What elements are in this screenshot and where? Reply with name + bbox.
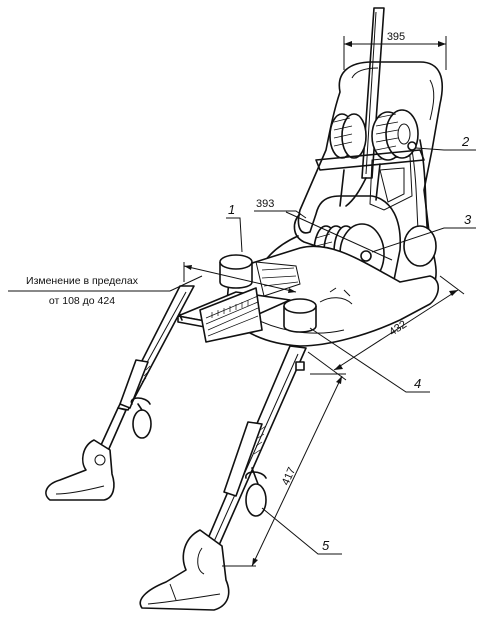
range-note-line1: Изменение в пределах — [26, 275, 139, 287]
range-note-line2: от 108 до 424 — [49, 295, 115, 307]
callout-2: 2 — [415, 134, 476, 151]
upper-rollers — [315, 109, 425, 207]
range-note: Изменение в пределах от 108 до 424 — [8, 262, 297, 307]
dimension-395-label: 395 — [387, 31, 405, 43]
callout-1: 1 — [226, 202, 243, 253]
dimension-395: 395 — [343, 31, 447, 70]
callout-3-label: 3 — [464, 212, 472, 227]
sliding-scale — [177, 287, 291, 343]
right-leg — [139, 345, 307, 611]
callout-4-label: 4 — [414, 376, 421, 391]
dimension-417-label: 417 — [280, 466, 298, 488]
callout-3: 3 — [371, 212, 476, 253]
callout-1-label: 1 — [228, 202, 235, 217]
left-leg — [45, 285, 195, 501]
vertical-lever — [345, 7, 385, 207]
callout-5: 5 — [261, 507, 342, 555]
callout-2-label: 2 — [461, 134, 470, 149]
dimension-393: 393 — [254, 198, 393, 261]
dimension-393-label: 393 — [256, 198, 274, 210]
callout-4: 4 — [309, 327, 430, 393]
bracket — [293, 213, 317, 247]
callout-5-label: 5 — [322, 538, 330, 553]
